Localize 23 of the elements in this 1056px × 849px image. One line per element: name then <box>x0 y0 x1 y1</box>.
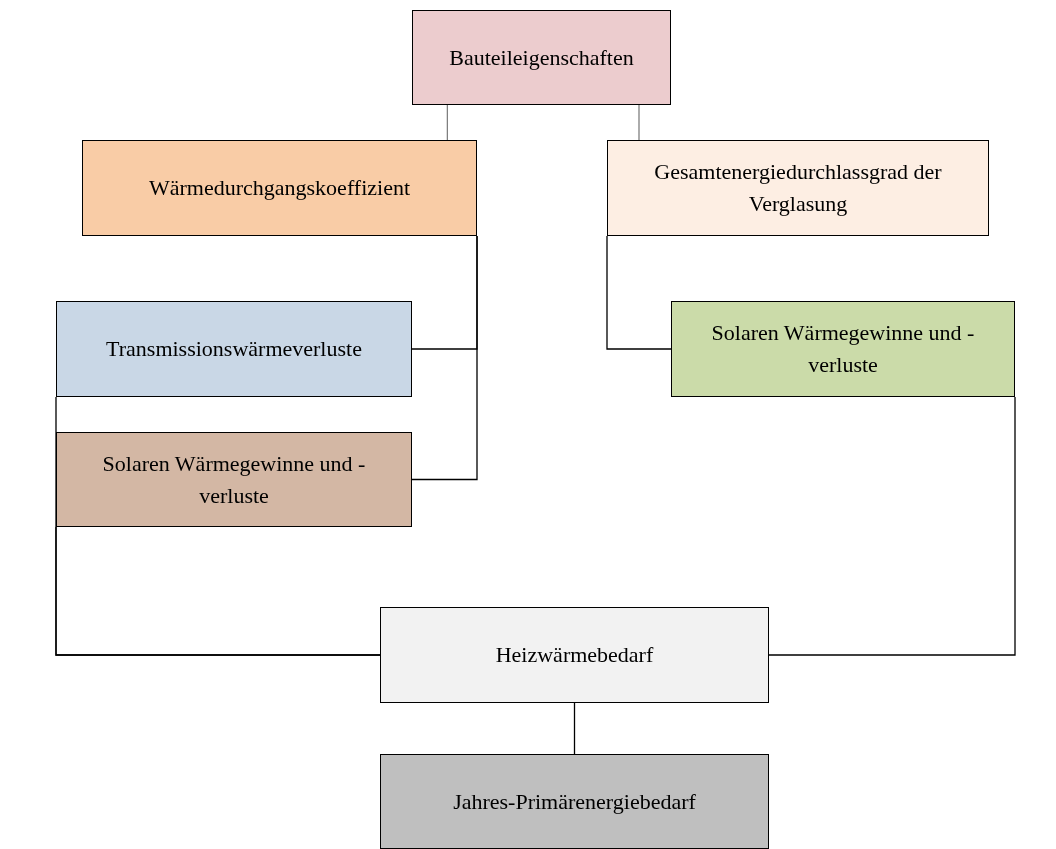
process-box <box>56 432 412 527</box>
process-box <box>412 10 671 105</box>
connector-line <box>573 702 576 755</box>
box-label: Solaren Wärmegewinne und - verluste <box>101 449 367 510</box>
connector-line <box>446 104 449 141</box>
box-label: Jahres-Primärenergiebedarf <box>453 787 696 816</box>
process-box <box>380 754 769 849</box>
connector-line <box>638 104 640 141</box>
box-label: Wärmedurchgangskoeffizient <box>148 174 410 202</box>
connector-line <box>606 235 672 350</box>
process-box <box>671 301 1015 397</box>
box-label: Bauteileigenschaften <box>449 43 634 72</box>
box-label: Transmissionswärmeverluste <box>106 335 362 363</box>
process-box <box>380 607 769 703</box>
process-box <box>56 301 412 397</box>
process-box <box>607 140 989 236</box>
box-label: Heizwärmebedarf <box>495 641 654 669</box>
connector-line <box>768 396 1016 656</box>
box-label: Solaren Wärmegewinne und -verluste <box>710 319 976 379</box>
process-box <box>82 140 477 236</box>
box-label: Gesamtenergiedurchlassgrad der Verglasung <box>653 158 943 218</box>
connector-line <box>411 235 478 481</box>
connector-line <box>55 526 381 656</box>
